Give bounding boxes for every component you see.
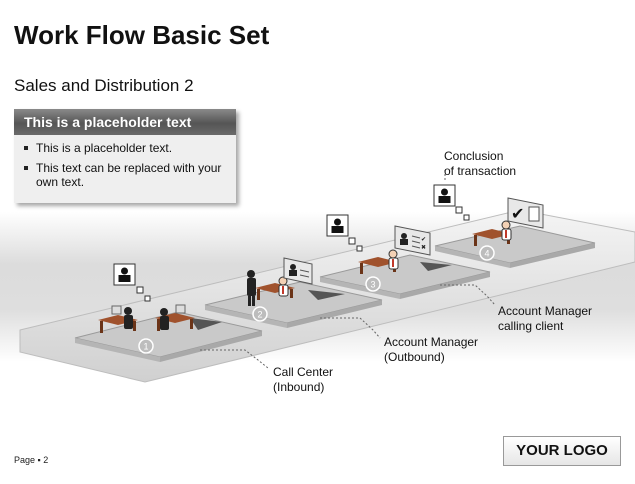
- step-label-3: Account Manager calling client: [498, 304, 592, 334]
- user-callout-icon: [326, 214, 363, 252]
- logo-placeholder: YOUR LOGO: [503, 436, 621, 466]
- flow-arrow: [308, 290, 345, 300]
- page-title: Work Flow Basic Set: [14, 20, 270, 50]
- placeholder-bullet: This text can be replaced with your own …: [24, 161, 236, 189]
- client-board-icon: [283, 257, 313, 285]
- step-label-line: (Inbound): [273, 380, 325, 394]
- placeholder-list: This is a placeholder text. This text ca…: [14, 141, 236, 189]
- step-label-line: Call Center: [273, 365, 334, 379]
- step-label-2: Account Manager (Outbound): [384, 335, 478, 365]
- step-label-line: Conclusion: [444, 149, 504, 163]
- step-label-1: Call Center (Inbound): [273, 365, 333, 395]
- person-icon: [160, 308, 169, 330]
- leader-line: [320, 317, 381, 339]
- step-label-line: Account Manager: [384, 335, 479, 349]
- step-badge-3: 3: [365, 276, 381, 292]
- step-number: 1: [143, 342, 148, 352]
- step-label-line: (Outbound): [384, 350, 445, 364]
- page-number: Page ▪ 2: [14, 455, 49, 465]
- flow-arrow: [420, 262, 452, 271]
- platform-4: [434, 225, 596, 268]
- step-badge-2: 2: [252, 306, 268, 322]
- svg-text:✖: ✖: [421, 244, 426, 251]
- step-number: 3: [370, 280, 375, 290]
- user-callout-icon: [433, 184, 470, 221]
- user-callout-icon: [113, 263, 151, 302]
- step-number: 2: [257, 310, 262, 320]
- placeholder-heading: This is a placeholder text: [14, 109, 236, 135]
- step-badge-4: 4: [479, 245, 495, 261]
- step-badge-1: 1: [138, 338, 154, 354]
- person-icon: [124, 307, 133, 329]
- step-number: 4: [484, 249, 489, 259]
- person-icon: [247, 270, 256, 306]
- person-icon: [388, 249, 399, 270]
- step-label-4: Conclusion of transaction: [444, 149, 516, 179]
- flow-arrow: [190, 318, 222, 330]
- person-icon: [501, 220, 512, 241]
- placeholder-bullet: This is a placeholder text.: [24, 141, 236, 155]
- svg-text:✔: ✔: [421, 236, 426, 243]
- checklist-board-icon: ✔✖: [394, 225, 431, 256]
- person-icon: [278, 276, 289, 297]
- leader-line: [440, 284, 496, 306]
- step-label-line: calling client: [498, 319, 564, 333]
- platform-2: [204, 281, 383, 328]
- leader-line: [200, 349, 269, 369]
- svg-text:✔: ✔: [511, 204, 524, 223]
- step-label-line: Account Manager: [498, 304, 593, 318]
- placeholder-box: This is a placeholder text This is a pla…: [14, 109, 236, 203]
- page-subtitle: Sales and Distribution 2: [14, 76, 194, 95]
- checkmark-board-icon: ✔: [507, 197, 544, 229]
- step-label-line: of transaction: [444, 164, 517, 178]
